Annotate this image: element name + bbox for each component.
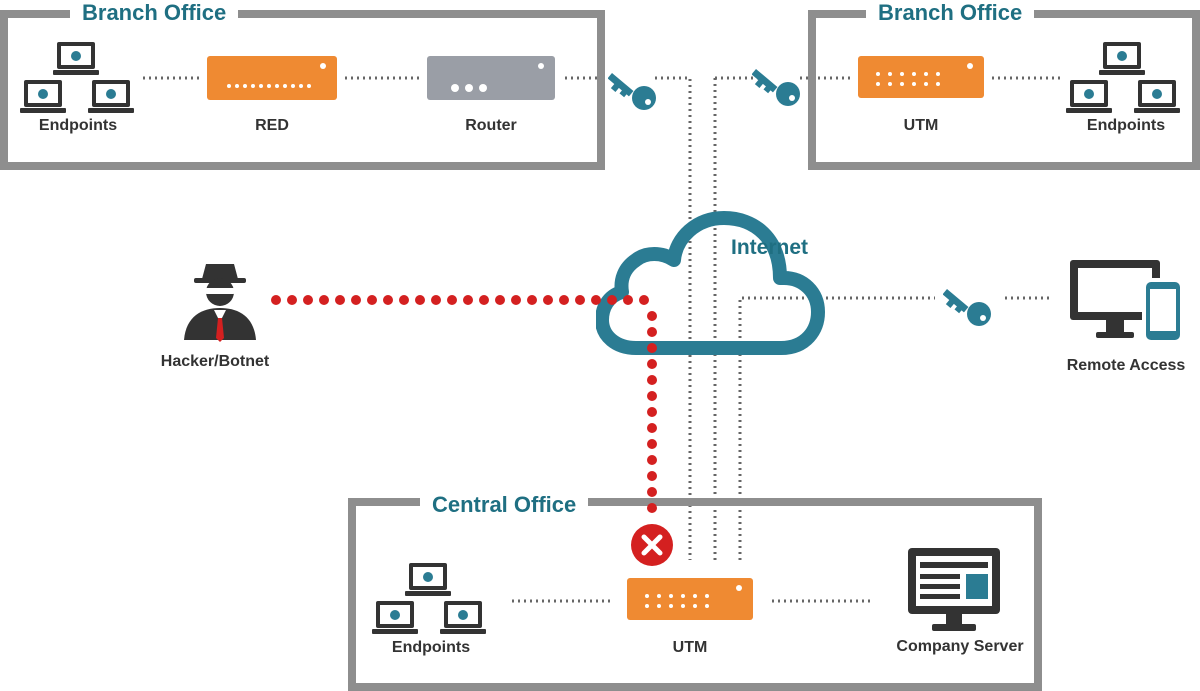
branch-office-left-frame [0, 10, 605, 170]
router-label: Router [465, 117, 517, 134]
company-server-label: Company Server [896, 638, 1024, 655]
key-icon [752, 69, 800, 106]
red-device [207, 56, 337, 100]
phone-icon [1142, 278, 1184, 344]
branch-office-left-title: Branch Office [70, 0, 239, 26]
router-device [427, 56, 555, 100]
endpoints-label-central: Endpoints [391, 639, 471, 656]
remote-access-devices [1070, 260, 1184, 344]
endpoints-cluster-right [1066, 42, 1180, 113]
central-office-title: Central Office [420, 492, 589, 518]
laptop-icon [440, 601, 486, 634]
utm-device-central [627, 578, 753, 620]
laptop-icon [372, 601, 418, 634]
internet-label: Internet [731, 236, 809, 259]
endpoints-label-left: Endpoints [38, 117, 118, 134]
laptop-icon [1066, 80, 1112, 113]
remote-access-label: Remote Access [1066, 357, 1186, 374]
server-icon [908, 548, 1000, 631]
laptop-icon [1099, 42, 1145, 75]
utm-label-central: UTM [672, 639, 708, 656]
laptop-icon [53, 42, 99, 75]
monitor-icon [1070, 260, 1160, 338]
vpn-remote [738, 296, 935, 560]
laptop-icon [1134, 80, 1180, 113]
central-office-frame [348, 498, 1042, 691]
laptop-icon [20, 80, 66, 113]
key-icon [608, 73, 656, 110]
cloud-icon [596, 211, 825, 355]
hacker-icon [184, 264, 256, 342]
red-label: RED [255, 117, 289, 134]
endpoints-cluster-left [20, 42, 134, 113]
endpoints-label-right: Endpoints [1086, 117, 1166, 134]
key-icon [943, 289, 991, 326]
laptop-icon [405, 563, 451, 596]
hacker-label: Hacker/Botnet [160, 353, 270, 370]
utm-label-right: UTM [903, 117, 939, 134]
endpoints-cluster-central [372, 563, 486, 634]
branch-office-right-title: Branch Office [866, 0, 1035, 26]
laptop-icon [88, 80, 134, 113]
utm-device-right [858, 56, 984, 98]
block-icon [631, 524, 673, 566]
